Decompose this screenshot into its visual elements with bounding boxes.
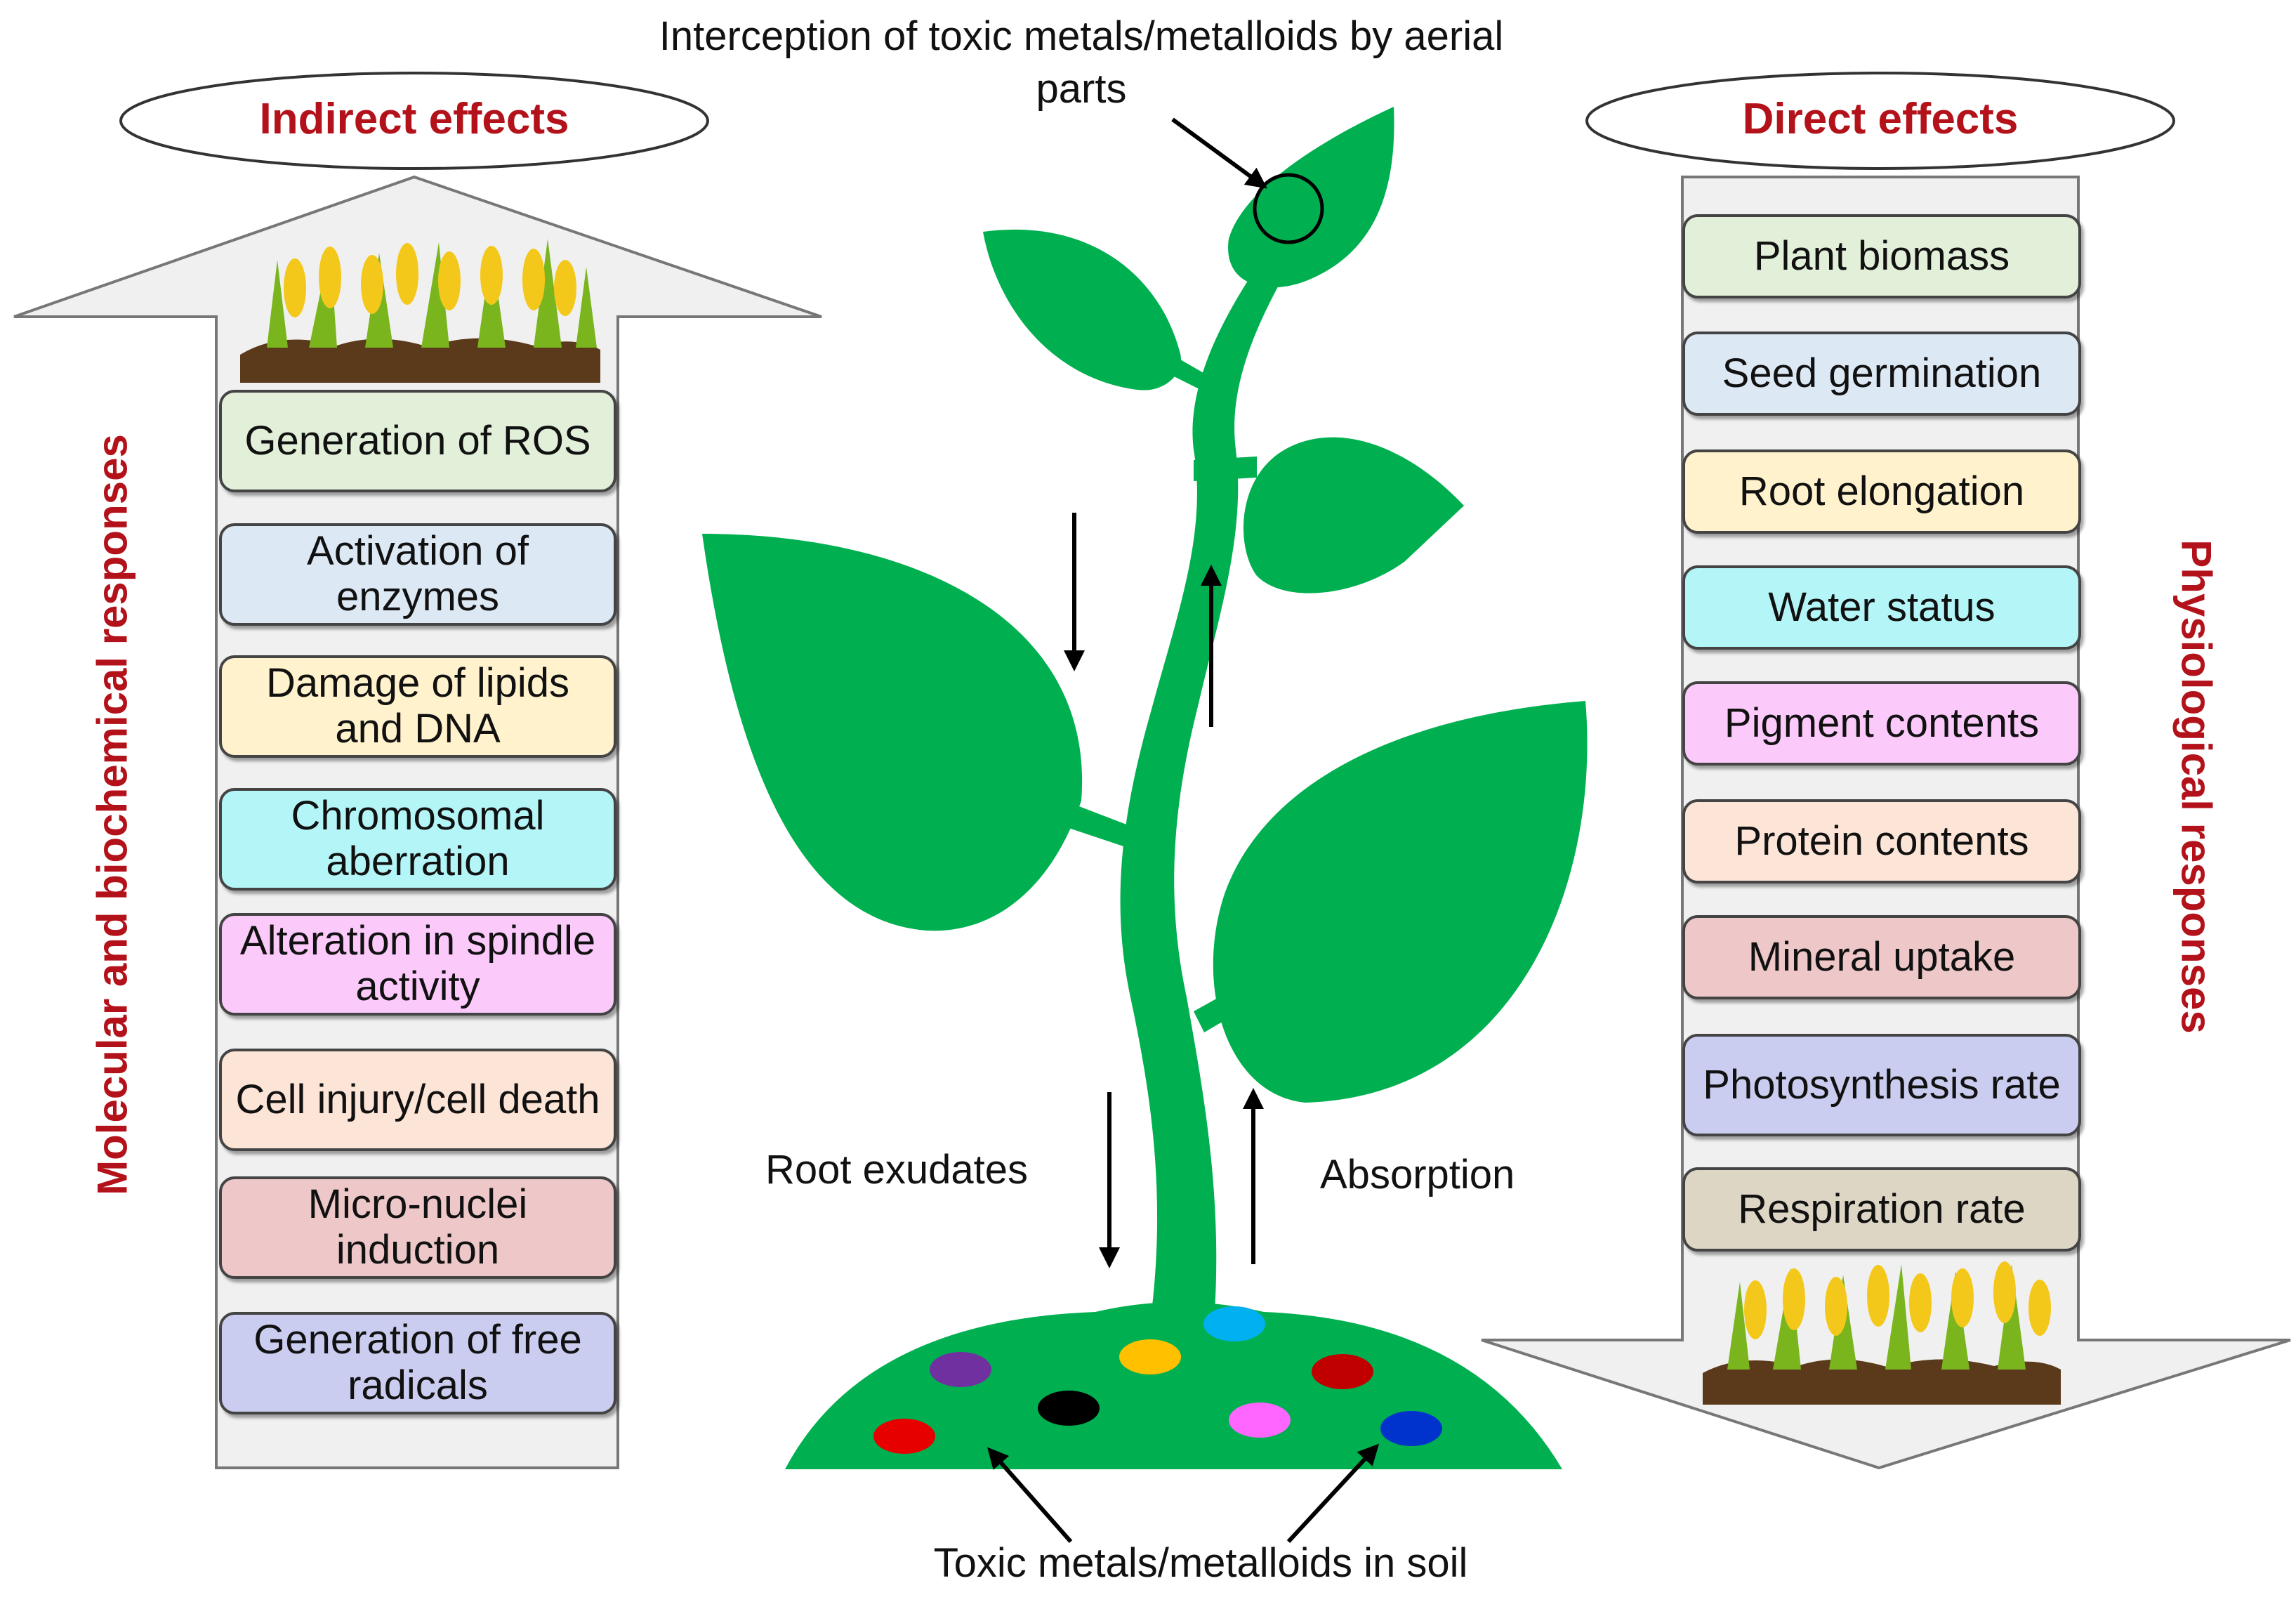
metal-particle	[1380, 1411, 1442, 1446]
indirect-effects-ellipse	[119, 72, 709, 170]
indirect-item: Micro-nuclei induction	[219, 1176, 616, 1279]
direct-item: Plant biomass	[1682, 214, 2081, 298]
leaf-top	[1228, 107, 1394, 288]
soil-pointer-left	[987, 1447, 1073, 1543]
interception-pointer	[1171, 117, 1267, 189]
indirect-item: Generation of ROS	[219, 390, 616, 492]
root-exudates-label: Root exudates	[765, 1147, 1029, 1193]
physiological-label: Physiological responses	[2172, 539, 2220, 1034]
indirect-item: Generation of free radicals	[219, 1312, 616, 1414]
indirect-item: Alteration in spindle activity	[219, 913, 616, 1016]
soil-metals-label: Toxic metals/metalloids in soil	[933, 1540, 1468, 1586]
direct-item: Water status	[1682, 565, 2081, 650]
metal-particle	[1119, 1339, 1181, 1374]
interception-label: Interception of toxic metals/metalloids …	[632, 10, 1531, 116]
molecular-biochemical-label: Molecular and biochemical responses	[88, 434, 136, 1195]
indirect-effects-heading: Indirect effects	[259, 95, 569, 143]
interception-text: Interception of toxic metals/metalloids …	[659, 13, 1504, 112]
leaf-large-right	[1213, 701, 1588, 1103]
metal-particle	[1203, 1306, 1265, 1341]
direct-item: Pigment contents	[1682, 681, 2081, 766]
metal-particle	[1038, 1391, 1100, 1426]
plant-stem	[1120, 267, 1285, 1312]
direct-effects-ellipse	[1585, 72, 2175, 170]
direct-item: Photosynthesis rate	[1682, 1034, 2081, 1136]
crop-soil-icon-right	[1703, 1261, 2061, 1405]
crop-soil-icon-left	[240, 239, 600, 383]
interception-circle	[1253, 173, 1324, 244]
absorption-label: Absorption	[1320, 1152, 1515, 1197]
direct-effects-heading: Direct effects	[1742, 95, 2019, 143]
metal-particle	[1229, 1403, 1291, 1438]
metal-particles	[873, 1306, 1442, 1454]
direct-item: Mineral uptake	[1682, 915, 2081, 999]
leaf-upper-right	[1243, 437, 1464, 593]
soil-mound	[785, 1302, 1562, 1469]
direct-item: Root elongation	[1682, 449, 2081, 534]
indirect-item: Chromosomal aberration	[219, 788, 616, 891]
metal-particle	[930, 1352, 991, 1387]
soil-pointer-right	[1286, 1443, 1380, 1544]
direct-item: Seed germination	[1682, 331, 2081, 416]
indirect-item: Cell injury/cell death	[219, 1049, 616, 1151]
leaf-upper-left	[983, 229, 1181, 390]
metal-particle	[873, 1419, 935, 1454]
indirect-item: Damage of lipids and DNA	[219, 655, 616, 758]
indirect-item: Activation of enzymes	[219, 523, 616, 626]
direct-item: Respiration rate	[1682, 1167, 2081, 1252]
plant-illustration	[702, 107, 1588, 1469]
leaf-large-left	[702, 534, 1083, 931]
metal-particle	[1312, 1354, 1373, 1389]
direct-item: Protein contents	[1682, 799, 2081, 884]
